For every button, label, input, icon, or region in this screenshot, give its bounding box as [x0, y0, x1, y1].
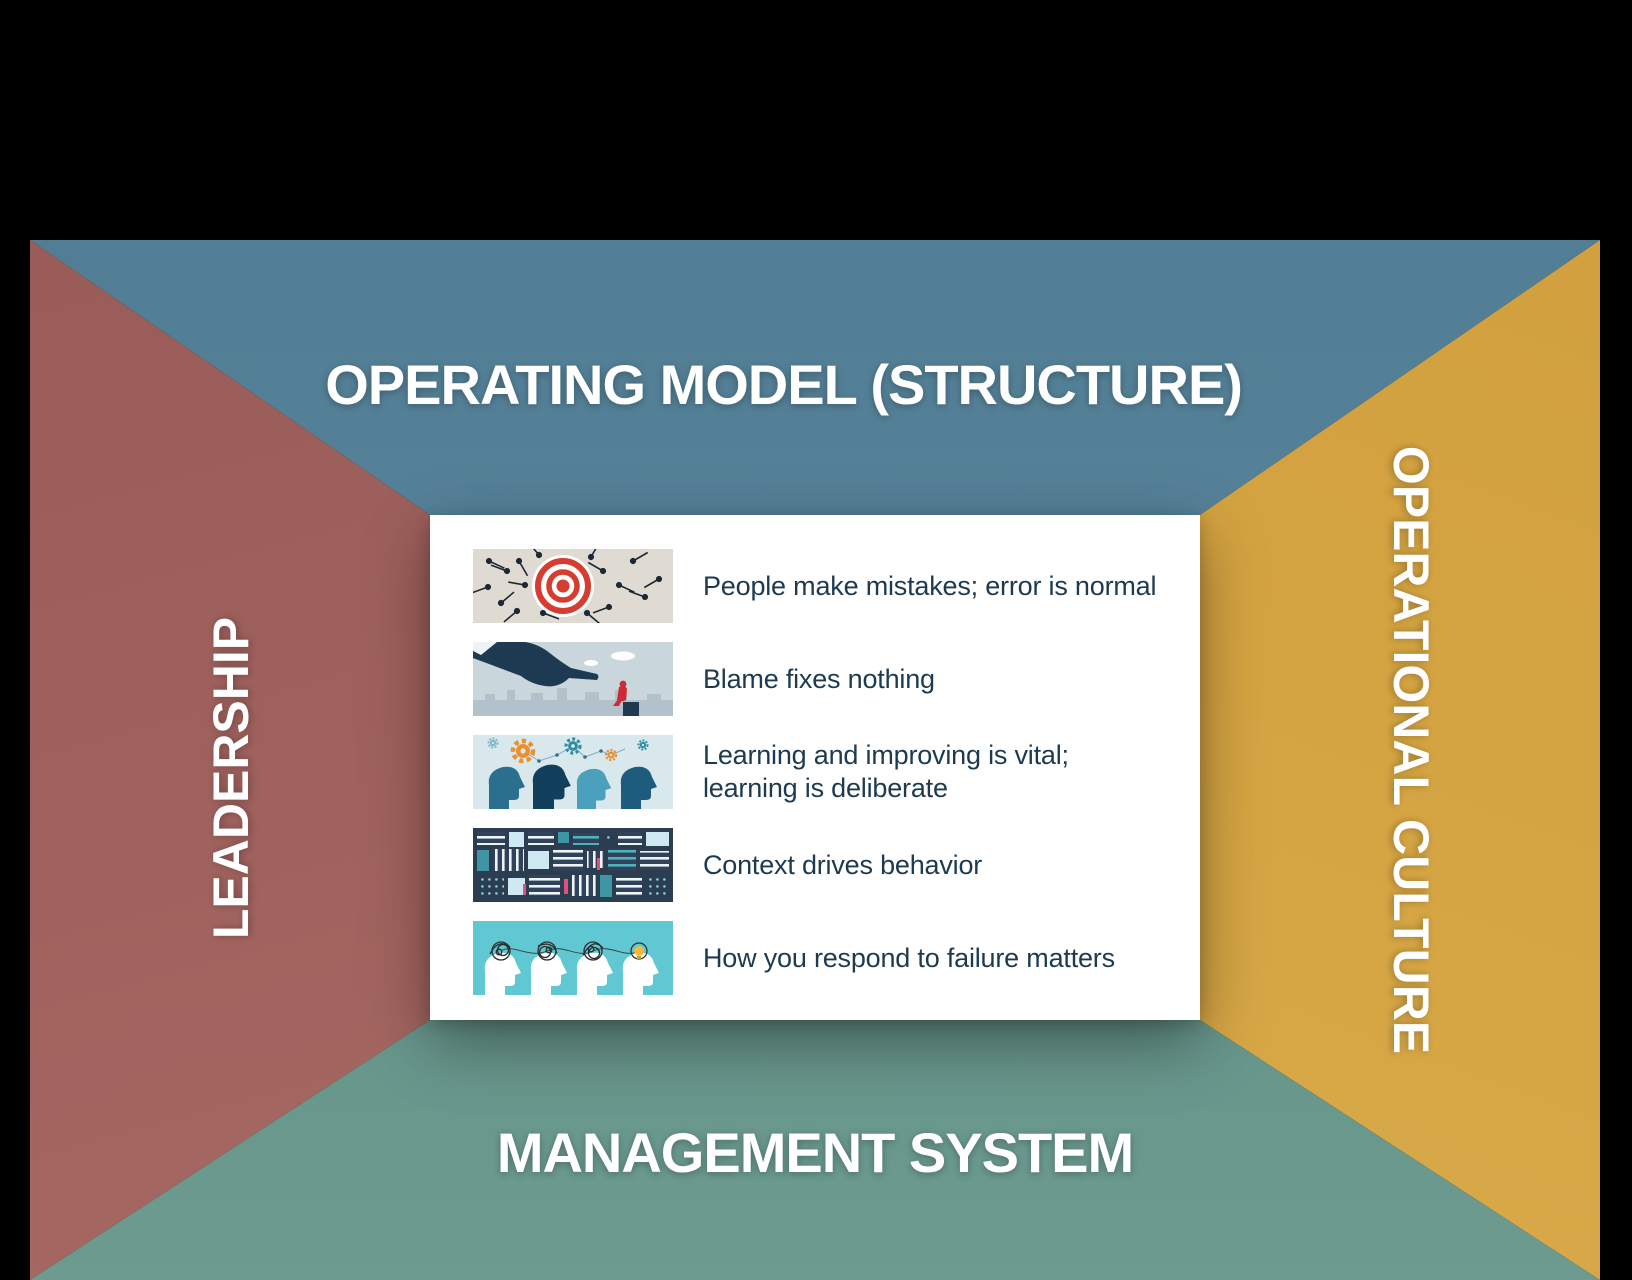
tangled-minds-lightbulb-image — [473, 921, 673, 995]
bottom-facet-label: MANAGEMENT SYSTEM — [496, 1121, 1134, 1184]
belief-row: How you respond to failure matters — [473, 921, 1115, 995]
pointing-hand-blame-image — [473, 642, 673, 716]
top-facet-label: OPERATING MODEL (STRUCTURE) — [325, 353, 1243, 416]
perspective-frame: OPERATING MODEL (STRUCTURE) LEADERSHIP O… — [30, 240, 1600, 1280]
belief-row: Learning and improving is vital; learnin… — [473, 735, 1069, 809]
belief-row: Blame fixes nothing — [473, 642, 935, 716]
belief-text: Learning and improving is vital; learnin… — [703, 740, 1069, 803]
darts-missing-target-image — [473, 549, 673, 623]
right-facet-label: OPERATIONAL CULTURE — [1383, 445, 1439, 1055]
belief-text: Context drives behavior — [703, 849, 983, 880]
abstract-context-mosaic-image — [473, 828, 673, 902]
heads-and-gears-learning-image — [473, 735, 673, 809]
belief-text: Blame fixes nothing — [703, 663, 935, 694]
belief-row: Context drives behavior — [473, 828, 982, 902]
center-panel: People make mistakes; error is normal — [430, 515, 1200, 1020]
belief-text: How you respond to failure matters — [703, 942, 1115, 973]
belief-row: People make mistakes; error is normal — [473, 549, 1156, 623]
belief-text: People make mistakes; error is normal — [703, 570, 1157, 601]
left-facet-label: LEADERSHIP — [203, 616, 259, 940]
